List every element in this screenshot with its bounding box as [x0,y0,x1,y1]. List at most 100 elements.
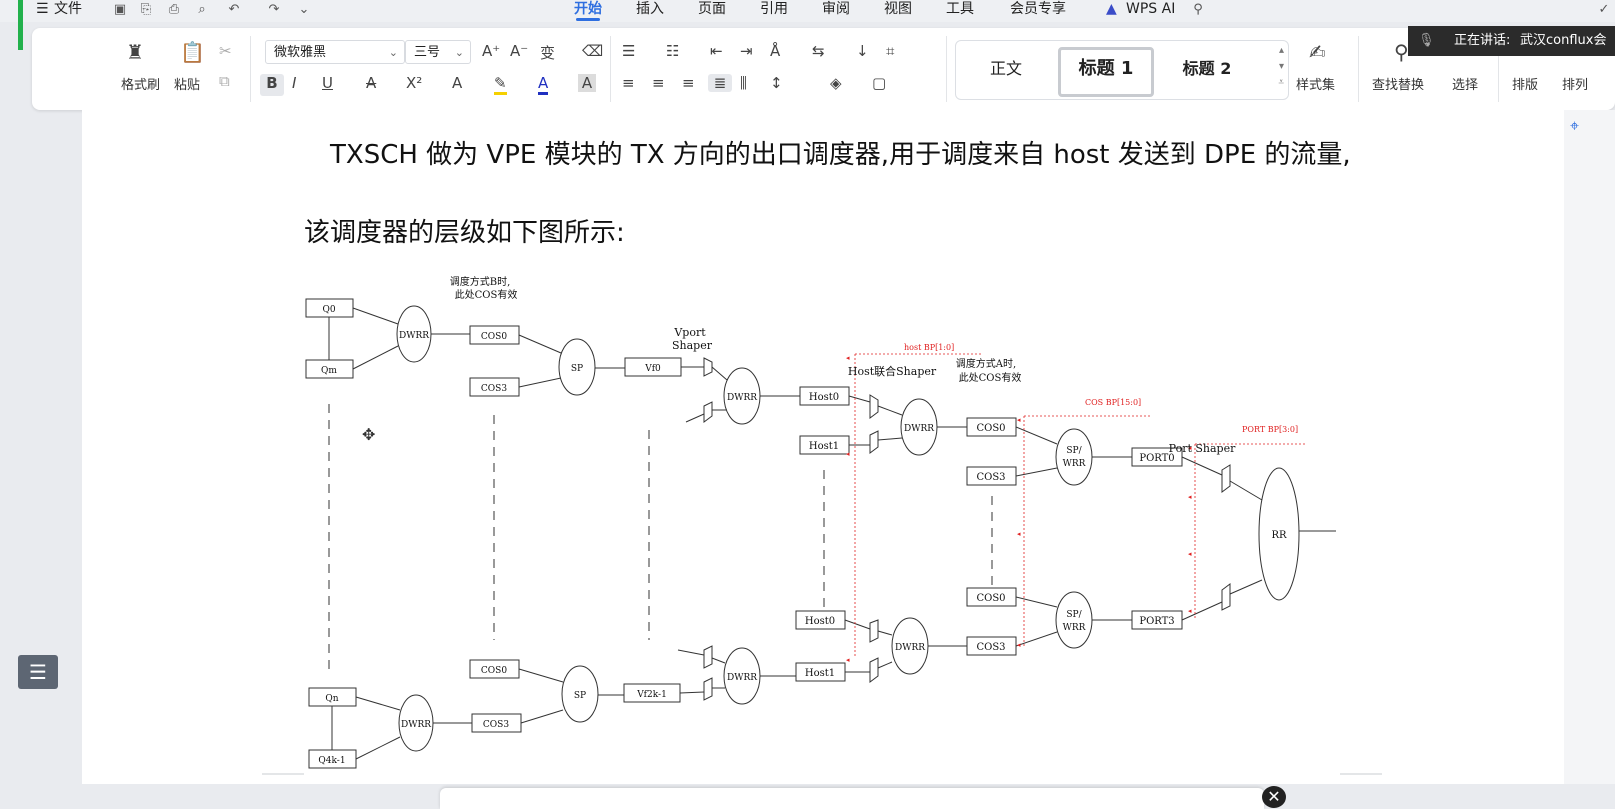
wps-ai-icon[interactable]: ▲ [1106,1,1117,17]
text-effect-icon[interactable]: A [452,74,463,92]
export-icon[interactable]: ⎘ [140,2,152,17]
bullet-list-icon[interactable]: ☰ [622,42,636,60]
align-center-icon[interactable]: ≡ [652,74,665,92]
distribute-icon[interactable]: ⫼ [740,74,747,92]
scroll-down-icon[interactable]: ▾ [1278,61,1284,72]
style-set-icon[interactable]: ✍ [1309,40,1326,64]
svg-text:◂: ◂ [846,656,850,664]
spwrr-label-2: WRR [1063,623,1086,633]
align-left-icon[interactable]: ≡ [622,74,635,92]
hamburger-icon[interactable]: ☰ [36,1,49,17]
phonetic-icon[interactable]: 变 [540,44,556,62]
align-right-icon[interactable]: ≡ [682,74,695,92]
undo-icon[interactable]: ↶ [228,2,240,17]
select-button[interactable]: 选择 [1452,78,1479,93]
floating-bottom-toolbar[interactable] [440,788,1264,809]
tab-tools[interactable]: 工具 [946,1,974,17]
spwrr-label-1: SP/ [1066,610,1082,620]
tab-view[interactable]: 视图 [884,1,912,17]
sort-az-icon[interactable]: ↓ [856,42,869,60]
move-cursor-icon: ✥ [362,425,376,444]
wps-ai-button[interactable]: WPS AI [1126,1,1176,17]
redo-icon[interactable]: ↷ [268,2,280,17]
menu-file[interactable]: 文件 [54,1,82,17]
format-painter-icon[interactable]: ♜ [126,40,144,64]
separator [250,36,251,102]
border-icon[interactable]: ▢ [872,74,887,92]
port-shaper-label: Port Shaper [1169,442,1236,455]
copy-icon[interactable]: ⧉ [219,72,230,90]
paste-label[interactable]: 粘贴 [174,78,201,93]
host1-label: Host1 [809,441,839,452]
print-preview-icon[interactable]: ⌕ [198,2,206,17]
font-name-select[interactable]: 微软雅黑 ⌄ [265,40,405,64]
tab-reference[interactable]: 引用 [760,1,788,17]
cloud-sync-icon[interactable]: ✓ [1598,2,1610,17]
font-size-select[interactable]: 三号 ⌄ [405,40,471,64]
more-icon[interactable]: ⌄ [298,2,310,17]
save-icon[interactable]: ▣ [113,2,127,17]
sort-icon[interactable]: ⇆ [812,42,825,60]
host1-bottom-label: Host1 [805,668,835,679]
expand-styles-icon[interactable]: ⩡ [1278,77,1284,88]
paste-icon[interactable]: 📋 [180,40,205,64]
bold-icon[interactable]: B [260,74,284,96]
text-direction-icon[interactable]: Å [770,42,781,60]
paragraph-line-2[interactable]: 该调度器的层级如下图所示: [304,218,625,248]
scroll-up-icon[interactable]: ▴ [1278,45,1284,56]
format-painter-label[interactable]: 格式刷 [121,78,161,93]
q4k-label: Q4k-1 [318,756,345,766]
clear-format-icon[interactable]: ⌫ [582,42,604,60]
increase-indent-icon[interactable]: ⇥ [740,42,753,60]
separator [1498,36,1499,102]
highlight-icon[interactable]: ✎ [494,74,507,95]
svg-text:◂: ◂ [1188,444,1192,452]
cut-icon[interactable]: ✂ [219,42,232,60]
line-spacing-icon[interactable]: ↕ [770,74,783,92]
underline-icon[interactable]: U [322,74,333,92]
close-toolbar-icon[interactable]: ✕ [1262,786,1286,808]
style-set-button[interactable]: 样式集 [1296,78,1336,93]
decrease-indent-icon[interactable]: ⇤ [710,42,723,60]
print-icon[interactable]: ⎙ [168,2,180,17]
find-replace-button[interactable]: 查找替换 [1372,78,1425,93]
shading-icon[interactable]: ◈ [830,74,842,92]
tab-home[interactable]: 开始 [574,0,602,22]
numbered-list-icon[interactable]: ☷ [666,42,680,60]
justify-icon[interactable]: ≣ [708,74,732,92]
tab-page[interactable]: 页面 [698,1,726,17]
dwrr-label: DWRR [401,720,431,730]
location-pin-icon[interactable]: ⌖ [1570,116,1580,135]
cos0-right-bottom-label: COS0 [976,593,1005,604]
dwrr-label: DWRR [399,331,429,341]
font-color-icon[interactable]: A [538,74,549,95]
arrange-button[interactable]: 排列 [1562,78,1589,93]
font-name-value: 微软雅黑 [274,45,327,60]
tab-review[interactable]: 审阅 [822,1,850,17]
superscript-icon[interactable]: X² [406,74,423,92]
style-body[interactable]: 正文 [989,59,1022,78]
search-icon[interactable]: ⚲ [1193,2,1203,17]
layout-button[interactable]: 排版 [1512,78,1539,93]
styles-gallery: 正文 标题 1 标题 2 ▴ ▾ ⩡ [955,40,1289,100]
shrink-font-icon[interactable]: A⁻ [510,42,529,60]
cos0-bottom-label: COS0 [481,666,507,676]
italic-icon[interactable]: I [292,74,297,92]
svg-text:◂: ◂ [846,354,850,362]
document-page[interactable]: TXSCH 做为 VPE 模块的 TX 方向的出口调度器,用于调度来自 host… [82,110,1564,784]
tab-insert[interactable]: 插入 [636,1,664,17]
dwrr-label: DWRR [904,424,934,434]
tab-member[interactable]: 会员专享 [1010,1,1066,17]
char-shading-icon[interactable]: A [578,74,596,92]
style-heading-1[interactable]: 标题 1 [1058,47,1154,97]
mic-muted-icon[interactable]: 🎙 [1418,33,1435,48]
toc-toggle-button[interactable]: ☰ [18,655,58,689]
scheduler-hierarchy-diagram[interactable]: ◂ ◂ ◂ ◂ ◂ ◂ ◂ ◂ ◂ ◂ 调度方式B时, 此处COS有效 Vpor… [82,110,1564,784]
find-icon[interactable]: ⚲ [1394,40,1409,64]
top-menu-bar: ☰ 文件 ▣ ⎘ ⎙ ⌕ ↶ ↷ ⌄ 开始 插入 页面 引用 审阅 视图 工具 … [0,0,1615,22]
paragraph-line-1[interactable]: TXSCH 做为 VPE 模块的 TX 方向的出口调度器,用于调度来自 host… [330,140,1351,170]
grow-font-icon[interactable]: A⁺ [482,42,501,60]
strikethrough-icon[interactable]: A [366,74,377,92]
show-marks-icon[interactable]: ⌗ [886,42,895,60]
style-heading-2[interactable]: 标题 2 [1182,59,1232,78]
